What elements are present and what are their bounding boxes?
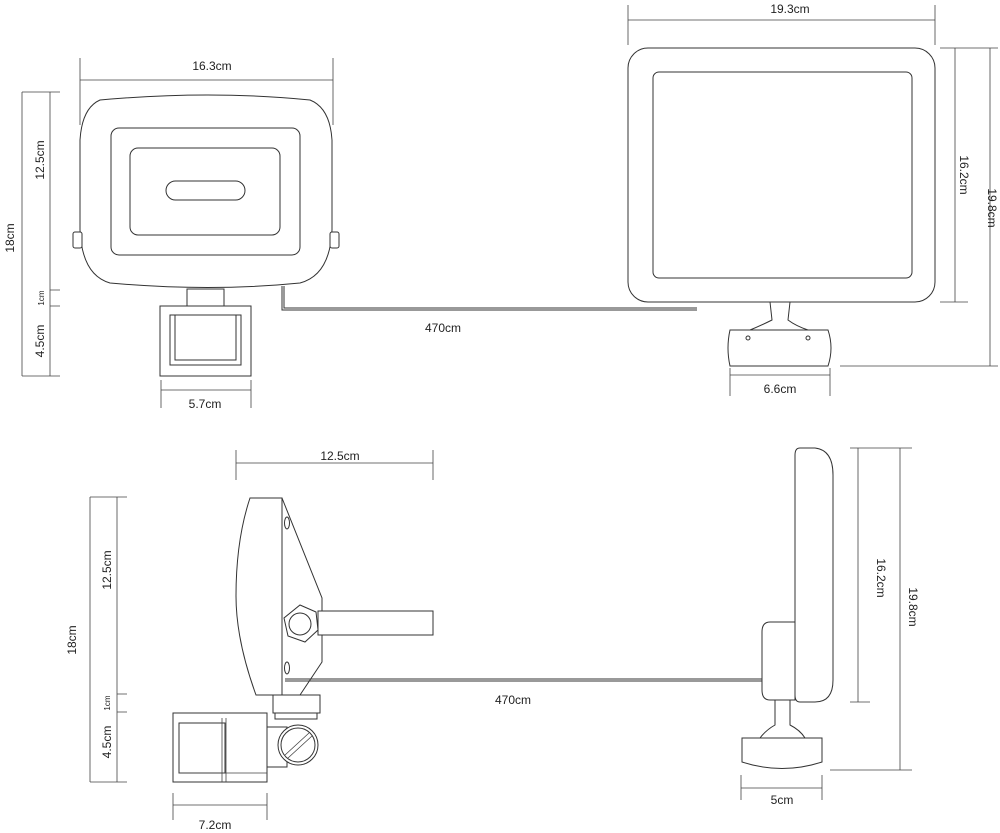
cable-side	[285, 678, 795, 682]
dim-side-heights: 18cm 12.5cm 1cm 4.5cm	[65, 496, 127, 783]
bolt-icon	[72, 231, 83, 249]
dim-label: 16.2cm	[957, 155, 971, 194]
dim-label: 1cm	[103, 695, 112, 710]
dim-side-depth: 12.5cm	[235, 449, 434, 480]
pir-sensor-side	[172, 712, 268, 783]
front-view-floodlight	[72, 94, 340, 377]
dim-label: 1cm	[37, 290, 46, 305]
dim-label: 12.5cm	[33, 140, 47, 179]
side-view-floodlight	[172, 497, 434, 783]
dim-label: 16.2cm	[874, 558, 888, 597]
dim-label: 18cm	[3, 223, 17, 252]
cable-length-label: 470cm	[495, 693, 531, 707]
dim-label: 4.5cm	[33, 325, 47, 358]
dim-label: 16.3cm	[192, 59, 231, 73]
dim-sensor-depth: 7.2cm	[172, 793, 268, 832]
dim-label: 19.8cm	[906, 587, 920, 626]
dim-base-depth: 5cm	[740, 775, 823, 807]
cable-length-label: 470cm	[425, 321, 461, 335]
dim-label: 7.2cm	[199, 818, 232, 832]
dim-lamp-width: 16.3cm	[79, 58, 334, 125]
dim-base-width: 6.6cm	[729, 368, 831, 396]
pir-sensor-front	[159, 305, 252, 377]
front-view-solar-panel	[627, 47, 936, 367]
dim-label: 19.3cm	[770, 2, 809, 16]
led-slot	[165, 180, 246, 201]
dim-label: 4.5cm	[100, 726, 114, 759]
dim-label: 12.5cm	[320, 449, 359, 463]
dim-panel-heights: 16.2cm 19.8cm	[840, 47, 999, 367]
dim-label: 5cm	[771, 793, 794, 807]
dim-sensor-width: 5.7cm	[160, 380, 252, 411]
bolt-icon	[329, 231, 340, 249]
dim-lamp-heights: 18cm 12.5cm 1cm 4.5cm	[3, 91, 60, 377]
dim-label: 18cm	[65, 625, 79, 654]
dim-label: 12.5cm	[100, 550, 114, 589]
cable-front	[281, 286, 697, 311]
side-view-solar-panel	[741, 447, 834, 769]
dim-label: 6.6cm	[764, 382, 797, 396]
dim-label: 19.8cm	[985, 188, 999, 227]
dim-side-panel-heights: 16.2cm 19.8cm	[830, 447, 920, 771]
dim-label: 5.7cm	[189, 397, 222, 411]
dim-panel-width: 19.3cm	[627, 2, 936, 45]
